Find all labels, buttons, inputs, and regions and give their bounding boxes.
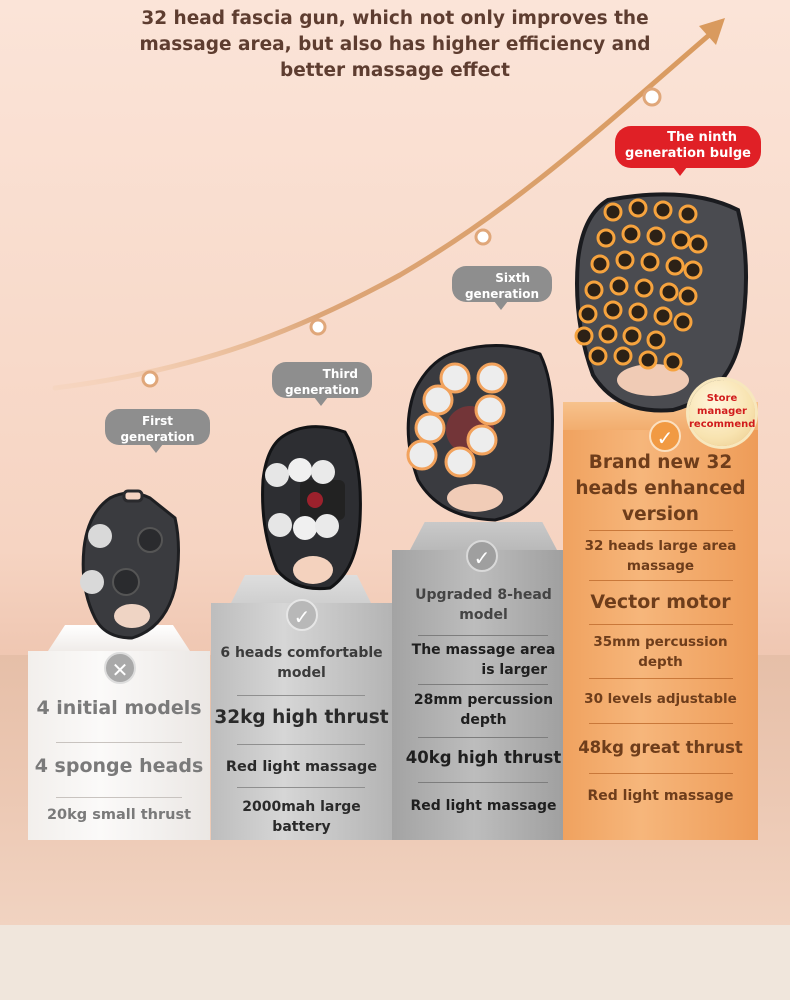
feature-upgraded-8-head: Upgraded 8-head model [392,585,575,625]
feature-30-levels: 30 levels adjustable [584,691,737,707]
text-line: The massage area [411,642,556,658]
label-line: generation bulge [625,146,751,161]
feature-32kg-high-thrust: 32kg high thrust [214,707,389,728]
third-generation-label: Third generation [272,362,372,406]
feature-4-initial-models: 4 initial models [36,697,202,719]
divider [237,744,365,745]
text-line: 2000mah large [242,799,361,815]
ninth-generation-label: The ninth generation bulge [615,126,761,176]
check-icon: ✓ [466,540,498,572]
text-line: manager [697,406,747,417]
feature-6-heads: 6 heads comfortable model [211,643,392,683]
growth-curve-arrow [52,18,725,391]
divider [418,635,548,636]
label-line: generation [284,383,360,397]
text-line: Store [706,393,738,404]
curve-node-4 [642,87,662,107]
divider [589,723,733,724]
store-manager-recommend-badge: Store manager recommend [689,380,755,446]
text-line: recommend [689,419,756,430]
sixth-generation-label: Sixth generation [452,266,552,310]
label-line: Third [322,367,358,381]
text-line: 35mm percussion [593,634,728,650]
text-line: depth [638,654,683,670]
divider [418,684,548,685]
text-line: 32 heads large area [584,538,737,554]
text-line: depth [460,712,507,728]
text-line: version [622,504,699,525]
feature-32-heads-large-area: 32 heads large area massage [563,536,758,576]
text-line: 28mm percussion [413,692,554,708]
divider [589,530,733,531]
divider [589,678,733,679]
label-line: Sixth [495,271,530,285]
feature-40kg-high-thrust: 40kg high thrust [405,748,562,767]
divider [237,787,365,788]
feature-vector-motor: Vector motor [590,591,731,613]
divider [418,737,548,738]
check-icon: ✓ [649,420,681,452]
podium-third-generation: 6 heads comfortable model 32kg high thru… [211,575,392,840]
text-line: Upgraded 8-head [415,587,552,603]
label-line: generation [120,430,195,444]
divider [418,782,548,783]
headline-line-3: better massage effect [280,60,510,81]
feature-4-sponge-heads: 4 sponge heads [34,755,204,777]
feature-48kg-great-thrust: 48kg great thrust [578,738,743,757]
feature-massage-area: The massage area is larger [392,640,575,680]
feature-brand-new-32-heads: Brand new 32 heads enhanced version [563,450,758,528]
text-line: is larger [481,662,547,678]
feature-red-light-massage: Red light massage [225,759,378,775]
sixth-generation-device [406,344,554,522]
feature-red-light-massage: Red light massage [587,788,734,804]
feature-20kg-small-thrust: 20kg small thrust [46,807,192,823]
first-generation-device [80,489,180,640]
text-line: Brand new 32 [588,452,733,473]
curve-node-3 [474,228,492,246]
divider [589,580,733,581]
bottom-strip [0,925,790,1000]
divider [56,742,182,743]
feature-2000mah-battery: 2000mah large battery [211,797,392,837]
divider [237,695,365,696]
text-line: massage [626,558,695,574]
text-line: model [459,607,508,623]
divider [589,773,733,774]
third-generation-device [261,425,362,591]
text-line: heads enhanced [575,478,746,499]
label-line: The ninth [667,130,737,145]
feature-35mm-depth: 35mm percussion depth [563,632,758,672]
ninth-generation-device [574,192,748,413]
feature-28mm-depth: 28mm percussion depth [392,690,575,730]
first-generation-label: First generation [105,409,210,453]
headline-line-1: 32 head fascia gun, which not only impro… [141,8,649,29]
check-icon: ✓ [286,599,318,631]
feature-red-light-massage: Red light massage [410,798,557,814]
headline-line-2: massage area, but also has higher effici… [139,34,651,55]
headline: 32 head fascia gun, which not only impro… [130,6,660,84]
divider [589,624,733,625]
podium-ninth-generation: Brand new 32 heads enhanced version 32 h… [563,402,758,840]
text-line: 6 heads comfortable [220,645,383,661]
label-line: generation [464,287,540,301]
curve-node-2 [309,318,327,336]
curve-node-1 [141,370,159,388]
text-line: battery [272,819,331,835]
text-line: model [277,665,326,681]
divider [56,797,182,798]
cross-icon: ✕ [104,652,136,684]
label-line: First [141,414,174,428]
